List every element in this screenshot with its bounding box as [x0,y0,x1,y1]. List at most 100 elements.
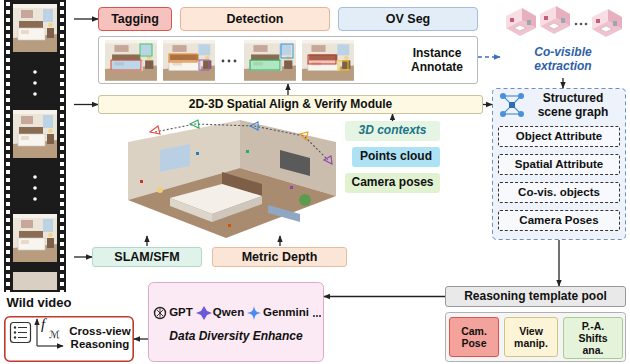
point-cloud-scene [290,186,293,189]
film-strip [4,0,12,292]
scene-graph-panel-ground [503,96,521,114]
point-cloud-scene [150,126,160,134]
film-strip [33,81,37,85]
llm-panel-ground [313,315,315,317]
process-box: SLAM/SFM [92,247,202,267]
connector-arrow [324,296,445,297]
point-cloud-scene [146,236,147,246]
output-box-ground [14,336,16,338]
film-strip [33,70,37,74]
co-visible-views [506,6,622,37]
symbol-anchor: ℳ [49,329,60,340]
instance-thumbnails [169,54,197,62]
output-box-ground [14,331,16,333]
template-box: Cam. Pose [449,317,499,357]
instance-thumbnails [105,40,354,81]
node-label: Co-vis. objects [515,186,603,199]
template-frame [446,313,626,362]
film-strip [13,110,57,158]
point-cloud-scene [196,152,199,155]
llm-panel-ground [155,308,166,319]
node-label: Detection [224,12,287,26]
scene-graph-panel: Structured scene graphObject AttributeSp… [492,88,626,240]
output-box-ground [14,326,16,328]
scene-graph-panel-ground [503,96,521,114]
process-box: OV Seg [338,7,478,31]
llm-panel-ground [157,309,163,318]
instance-thumbnails [244,40,296,81]
llm-panel-ground [247,306,261,320]
connector-arrow [483,104,492,105]
node-label: Co-visible extraction [517,46,609,74]
output-box-ground [5,317,133,361]
node-label: OV Seg [383,12,433,26]
instance-thumbnails [199,60,209,70]
point-cloud-scene [170,198,212,222]
connector-arrow [74,256,92,257]
point-cloud-scene [128,120,336,246]
node-label: Tagging [108,12,162,26]
instance-thumbnails [281,44,293,58]
template-box: P.-A. Shifts ana. [563,317,623,359]
process-box: Detection [180,7,330,31]
node-label: Data Diversity Enhance [148,330,324,344]
point-cloud-scene [150,120,332,164]
node-label: Cam. Pose [450,325,498,349]
point-cloud-scene [140,180,143,183]
node-label: P.-A. Shifts ana. [564,320,622,356]
llm-panel: GPTQwenGenminiData Diversity Enhance [148,282,324,362]
point-cloud-scene [212,196,262,222]
template-box: View manip. [504,317,558,357]
point-cloud-scene [228,224,231,227]
film-strip [33,175,37,179]
annotation-panel: Instance Annotate [98,36,478,84]
context-tag: 3D contexts [345,121,440,141]
node-label: Object Attribute [513,130,605,143]
connector-arrow [134,338,148,339]
output-box-ground [11,323,31,343]
film-strip [33,186,37,190]
point-cloud-scene [155,124,328,160]
symbol-anchor: f [41,316,45,333]
co-visible-views [580,23,583,26]
point-cloud-scene [279,236,280,246]
point-cloud-scene [128,168,336,238]
video-filmstrip: Wild video [2,0,74,314]
node-label: Camera Poses [516,214,601,227]
output-box: Cross-view Reasoning [4,316,134,362]
llm-panel-ground [319,315,321,317]
scene-graph-panel-ground [500,93,506,99]
image-node: Co-visible extraction [500,2,626,78]
process-box: Tagging [98,7,172,31]
film-strip [58,0,66,292]
co-visible-views [506,8,536,36]
attribute-box: Co-vis. objects [498,182,620,203]
output-box-ground [18,328,27,338]
node-label: Points cloud [357,150,435,164]
attribute-box: Object Attribute [498,126,620,147]
process-box: Metric Depth [212,247,347,267]
scene-graph-panel-ground [493,89,626,240]
point-cloud-scene [300,132,308,140]
llm-panel-ground [149,283,324,362]
node-label: 2D-3D Spatial Align & Verify Module [186,98,396,112]
node-label: Genmini [262,306,310,319]
scene-graph-panel-ground [509,102,515,108]
node-label: Cross-view Reasoning [68,325,132,351]
point-cloud-scene [324,156,332,164]
film-strip [4,0,66,292]
instance-thumbnails [111,60,141,70]
output-box-ground [36,319,37,346]
point-cloud-scene [299,194,311,206]
process-box: 2D-3D Spatial Align & Verify Module [98,95,483,114]
scene-graph-panel-ground [518,111,524,117]
instance-thumbnails [338,61,348,70]
connector-arrow [287,84,288,95]
output-box-ground [37,345,63,346]
node-label: Wild video [5,296,73,311]
context-tag: Points cloud [352,147,440,167]
instance-thumbnails [140,44,152,56]
node-label: Spatial Attribute [512,158,606,171]
point-cloud-scene [246,150,249,153]
